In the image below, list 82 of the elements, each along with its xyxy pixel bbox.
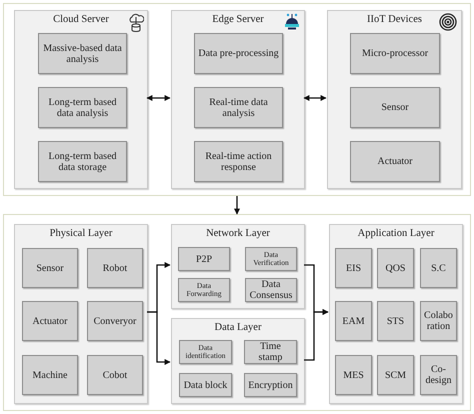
box-label: Real-time data analysis bbox=[208, 96, 269, 118]
box-label: MES bbox=[342, 370, 365, 380]
box-label: S.C bbox=[430, 262, 447, 274]
process-box bbox=[377, 248, 414, 288]
box-label: Colabo ration bbox=[423, 310, 454, 332]
process-box bbox=[38, 33, 127, 74]
box-label: P2P bbox=[194, 254, 214, 264]
box-label: Cobot bbox=[102, 370, 128, 380]
process-box bbox=[178, 247, 230, 271]
process-box bbox=[194, 87, 283, 128]
process-box bbox=[335, 301, 372, 341]
process-box bbox=[194, 33, 283, 74]
process-box bbox=[377, 301, 414, 341]
box-label: SCM bbox=[384, 370, 408, 380]
panel-title: Edge Server bbox=[212, 14, 264, 25]
box-label: Machine bbox=[32, 370, 68, 380]
process-box bbox=[194, 141, 283, 182]
group-panel bbox=[171, 318, 305, 404]
arrow bbox=[234, 196, 240, 215]
panel-title: Physical Layer bbox=[50, 228, 112, 239]
arrow bbox=[304, 309, 329, 361]
panel-title: Application Layer bbox=[358, 228, 434, 239]
box-label: Time stamp bbox=[258, 341, 284, 363]
arrow bbox=[147, 311, 171, 365]
box-label: Data pre-processing bbox=[197, 48, 280, 59]
group-panel bbox=[171, 224, 305, 309]
frame-panel bbox=[3, 3, 471, 196]
process-box bbox=[420, 301, 457, 341]
process-box bbox=[87, 301, 143, 341]
process-box bbox=[244, 340, 297, 364]
process-box bbox=[420, 355, 457, 395]
box-label: Data block bbox=[182, 380, 228, 390]
box-label: Actuator bbox=[376, 156, 414, 167]
box-label: Sensor bbox=[35, 262, 65, 274]
box-label: Robot bbox=[102, 262, 128, 274]
process-box bbox=[178, 278, 230, 302]
process-box bbox=[335, 248, 372, 288]
process-box bbox=[22, 248, 78, 288]
box-label: Converyor bbox=[92, 316, 138, 326]
box-label: Co-design bbox=[424, 364, 453, 386]
group-panel bbox=[14, 10, 148, 189]
box-label: Real-time action response bbox=[204, 150, 273, 172]
box-label: Massive-based data analysis bbox=[42, 42, 123, 64]
panel-title: Cloud Server bbox=[53, 14, 109, 25]
process-box bbox=[38, 87, 127, 128]
group-panel bbox=[171, 10, 305, 189]
group-panel bbox=[327, 10, 462, 189]
process-box bbox=[87, 355, 143, 395]
process-box bbox=[350, 33, 440, 74]
panel-title: IIoT Devices bbox=[367, 14, 422, 25]
process-box bbox=[38, 141, 127, 182]
group-panel bbox=[14, 224, 148, 404]
process-box bbox=[22, 301, 78, 341]
panel-title: Network Layer bbox=[206, 228, 270, 239]
box-label: EAM bbox=[341, 316, 366, 326]
process-box bbox=[244, 373, 297, 397]
box-label: Sensor bbox=[380, 102, 410, 113]
box-label: QOS bbox=[384, 262, 406, 274]
box-label: STS bbox=[386, 316, 406, 326]
arrow bbox=[303, 95, 327, 101]
process-box bbox=[377, 355, 414, 395]
process-box bbox=[87, 248, 143, 288]
box-label: Actuator bbox=[32, 316, 68, 326]
box-label: Long-term based data storage bbox=[47, 150, 118, 172]
process-box bbox=[22, 355, 78, 395]
process-box bbox=[245, 278, 297, 302]
arrow bbox=[146, 95, 171, 101]
process-box bbox=[245, 247, 297, 271]
process-box bbox=[179, 373, 232, 397]
process-box bbox=[350, 141, 440, 182]
box-label: EIS bbox=[345, 262, 362, 274]
group-panel bbox=[329, 224, 463, 404]
process-box bbox=[335, 355, 372, 395]
box-label: Micro-processor bbox=[360, 48, 430, 59]
process-box bbox=[350, 87, 440, 128]
panel-title: Data Layer bbox=[214, 322, 262, 333]
box-label: Encryption bbox=[247, 380, 294, 390]
box-label: Data Consensus bbox=[248, 279, 294, 301]
process-box bbox=[420, 248, 457, 288]
frame-panel bbox=[3, 214, 471, 411]
process-box bbox=[179, 340, 232, 364]
box-label: Long-term based data analysis bbox=[47, 96, 118, 118]
